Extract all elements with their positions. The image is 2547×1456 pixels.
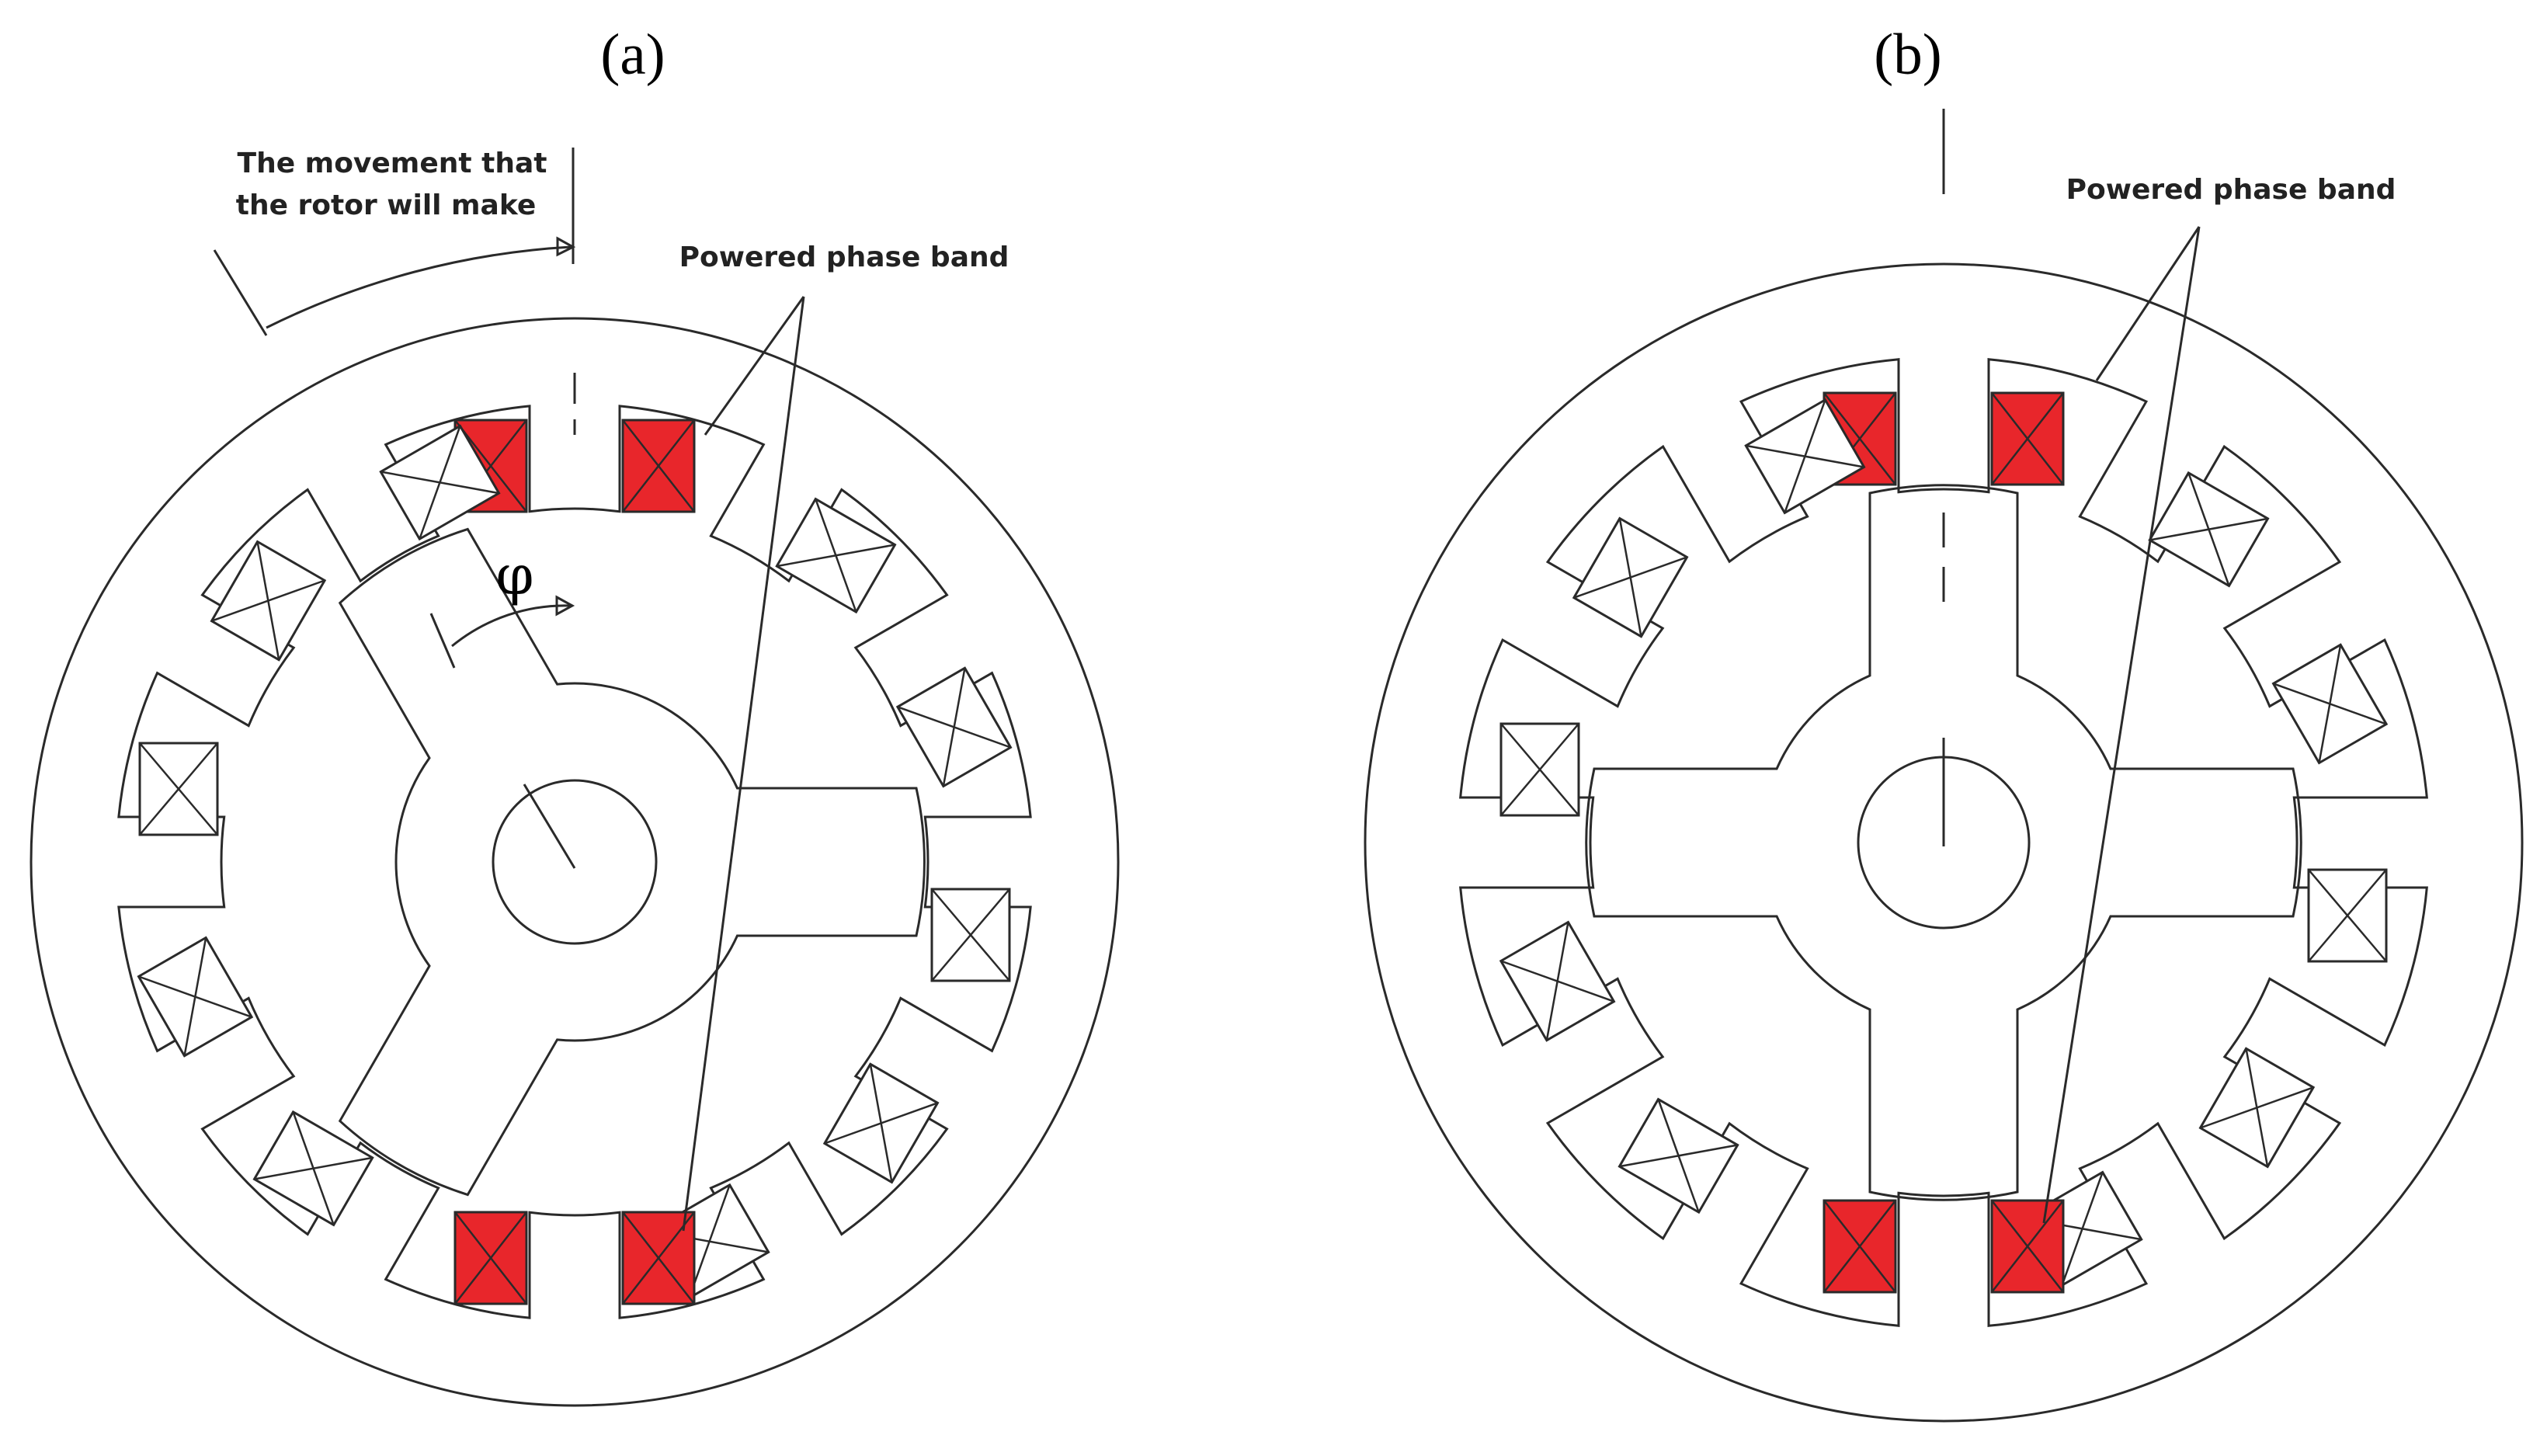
movement-text-line1: The movement that xyxy=(238,148,547,179)
coil xyxy=(137,936,254,1058)
coil-cross-2 xyxy=(622,419,695,513)
panel-b-label: (b) xyxy=(1874,23,1941,87)
coil xyxy=(1744,398,1866,515)
coil-cross-2 xyxy=(139,742,218,836)
panel-b: (b) Powered phase band xyxy=(1364,23,2524,1423)
coil xyxy=(822,1062,940,1184)
phi-label: φ xyxy=(495,544,533,607)
coil xyxy=(379,424,501,541)
stator-inner-outline xyxy=(1459,358,2428,1327)
movement-annotation: The movement that the rotor will make xyxy=(213,148,576,336)
stator-outer-circle xyxy=(1364,262,2524,1423)
coil-cross-2 xyxy=(380,471,499,495)
phi-arc xyxy=(451,604,572,648)
rotor-outline xyxy=(1585,484,2302,1201)
coil-cross-2 xyxy=(2308,869,2387,962)
coil xyxy=(1618,1097,1739,1214)
coil xyxy=(775,497,897,614)
movement-arc xyxy=(266,245,572,329)
coil xyxy=(1572,516,1689,638)
coil-cross-2 xyxy=(1991,392,2064,485)
coils-b xyxy=(1499,391,2389,1294)
coil xyxy=(2148,471,2270,588)
coil-cross-2 xyxy=(1545,922,1569,1041)
coil xyxy=(895,666,1013,788)
angle-phi: φ xyxy=(429,544,575,669)
coil xyxy=(930,888,1011,982)
powered-coil xyxy=(1990,1199,2065,1294)
coil xyxy=(210,540,327,662)
powered-phase-label-a: Powered phase band xyxy=(679,242,1009,273)
movement-start-line xyxy=(213,249,268,336)
coil xyxy=(252,1110,374,1227)
stator-a xyxy=(30,317,1120,1407)
coil xyxy=(2307,868,2388,963)
coil-cross-2 xyxy=(454,419,527,513)
coil-cross-2 xyxy=(1500,723,1579,816)
stator-outer-circle xyxy=(30,317,1120,1407)
coil-cross-2 xyxy=(183,937,207,1056)
powered-coil xyxy=(1990,391,2065,486)
phi-arrowhead xyxy=(555,595,575,617)
movement-text-line2: the rotor will make xyxy=(236,189,537,221)
powered-phase-label-b: Powered phase band xyxy=(2066,174,2396,206)
leader-line-bottom-a xyxy=(682,296,805,1232)
movement-arrowhead xyxy=(556,236,576,257)
coil-cross-2 xyxy=(454,1211,527,1305)
coil-cross-2 xyxy=(1573,556,1687,599)
powered-coil xyxy=(621,419,696,513)
coil xyxy=(2271,643,2389,765)
leader-line-top-a xyxy=(704,296,805,436)
coil-cross-2 xyxy=(1823,1200,1896,1293)
coil-cross-2 xyxy=(2318,645,2342,763)
coil xyxy=(1499,920,1616,1042)
powered-phase-annotation-a: Powered phase band xyxy=(679,242,1009,1232)
coil-cross-2 xyxy=(931,888,1010,982)
coil-cross-2 xyxy=(2187,472,2230,586)
stator-b xyxy=(1364,262,2524,1423)
powered-coil xyxy=(1823,1199,1897,1294)
coil xyxy=(138,742,219,836)
coil-cross-2 xyxy=(1657,1099,1700,1213)
leader-line-top-b xyxy=(2095,226,2201,381)
coil-cross-2 xyxy=(824,1102,938,1145)
coil-cross-2 xyxy=(815,499,857,613)
coil-cross-2 xyxy=(622,1211,695,1305)
coil-cross-2 xyxy=(1746,444,1864,468)
coil-cross-2 xyxy=(1823,392,1896,485)
coil-cross-2 xyxy=(2200,1086,2314,1129)
panel-a-label: (a) xyxy=(600,23,665,87)
coil-cross-2 xyxy=(1991,1200,2064,1293)
coil-cross-2 xyxy=(292,1111,335,1225)
coils-a xyxy=(137,419,1013,1305)
phi-rotor-axis xyxy=(429,613,456,669)
stator-inner-outline xyxy=(117,405,1032,1319)
rotor-b xyxy=(1585,484,2302,1201)
coil-cross-2 xyxy=(211,579,325,622)
coil xyxy=(2198,1047,2316,1169)
shaft-marker-a xyxy=(523,784,576,869)
powered-coil xyxy=(621,1211,696,1305)
leader-line-bottom-b xyxy=(2042,226,2201,1224)
rotor-shaft xyxy=(492,779,658,945)
rotor-outline xyxy=(338,527,926,1197)
coil-cross-2 xyxy=(942,668,966,787)
powered-phase-annotation-b: Powered phase band xyxy=(2042,174,2396,1224)
powered-coil xyxy=(453,1211,528,1305)
coil xyxy=(1499,722,1580,817)
panel-a: (a) The movement that the rotor will mak… xyxy=(30,23,1120,1407)
